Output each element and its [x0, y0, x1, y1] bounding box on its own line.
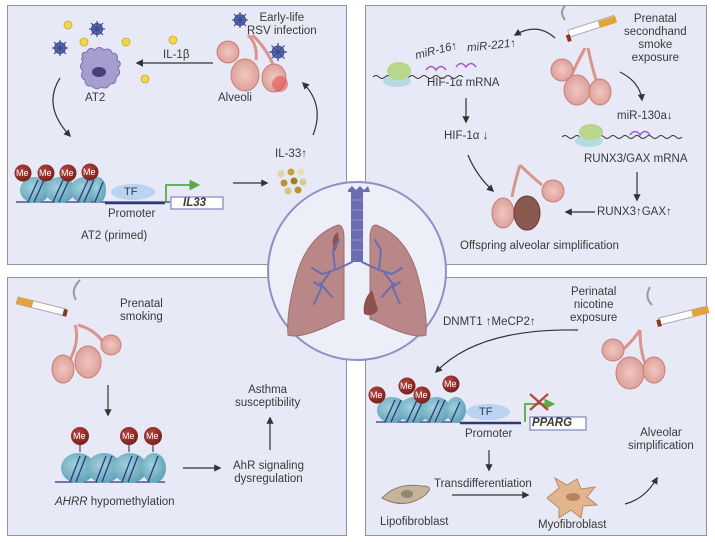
tf-icon: [111, 184, 155, 200]
lipofibroblast-icon: [381, 484, 430, 504]
ahrr-hypomethylation-label: AHRR hypomethylation: [55, 496, 175, 508]
transcription-arrow-icon: [524, 398, 556, 422]
il1b-label: IL-1β: [163, 49, 190, 61]
gene-label-il33: IL33: [183, 197, 207, 209]
chromatin-nucleosomes: [55, 445, 166, 483]
cigarette-icon: [15, 279, 81, 317]
cigarette-icon: [646, 286, 710, 327]
il33-protein-dots: [277, 168, 307, 195]
il33-output-label: IL-33↑: [275, 148, 307, 160]
myofibroblast-label: Myofibroblast: [538, 519, 607, 531]
at2-label: AT2: [85, 92, 106, 104]
blocked-x-icon: [529, 393, 549, 411]
lungs-icon: [287, 186, 427, 337]
methyl-group-marks: [71, 427, 162, 445]
methyl-group-marks: [368, 375, 460, 404]
alveoli-infected-icon: [216, 33, 288, 93]
lipofibroblast-label: Lipofibroblast: [380, 516, 449, 528]
tf-label: TF: [479, 406, 493, 418]
transdifferentiation-label: Transdifferentiation: [434, 478, 532, 490]
alveoli-label: Alveoli: [218, 92, 252, 104]
hif1a-protein-label: HIF-1α ↓: [444, 130, 489, 142]
gene-box-pparg: [529, 416, 587, 431]
alveoli-icon: [550, 47, 612, 106]
alveoli-icon: [601, 329, 666, 390]
ribosome-mrna-runx3: [561, 124, 683, 147]
dnmt1-mecp2-label: DNMT1 ↑MeCP2↑: [443, 316, 536, 328]
runx3-gax-mrna-label: RUNX3/GAX mRNA: [584, 153, 688, 165]
tf-label: TF: [124, 186, 138, 198]
cigarette-icon: [561, 5, 618, 42]
hif1a-mrna-label: HIF-1α mRNA: [427, 77, 500, 89]
chromatin-nucleosomes: [376, 397, 521, 425]
transcription-arrow-icon: [165, 179, 201, 202]
gene-box-il33: [170, 196, 224, 210]
myofibroblast-icon: [546, 476, 599, 519]
at2-primed-label: AT2 (primed): [81, 230, 148, 242]
mir130a-label: miR-130a↓: [617, 110, 673, 122]
chromatin-nucleosomes: [16, 177, 170, 205]
virus-icon: [52, 12, 287, 61]
promoter-label: Promoter: [108, 208, 156, 220]
promoter-label: Promoter: [465, 428, 513, 440]
gene-label-pparg: PPARG: [532, 417, 573, 429]
ribosome-mrna-hif1a: [372, 62, 477, 87]
runx3-gax-protein-label: RUNX3↑GAX↑: [597, 206, 672, 218]
methyl-group-marks: [14, 163, 99, 182]
tf-icon: [466, 404, 510, 420]
alveoli-icon: [51, 323, 122, 384]
offspring-outcome-label: Offspring alveolar simplification: [460, 240, 619, 252]
simplified-alveoli-icon: [491, 163, 565, 231]
cytokine-dots: [63, 20, 178, 84]
at2-cell-icon: [80, 47, 121, 90]
